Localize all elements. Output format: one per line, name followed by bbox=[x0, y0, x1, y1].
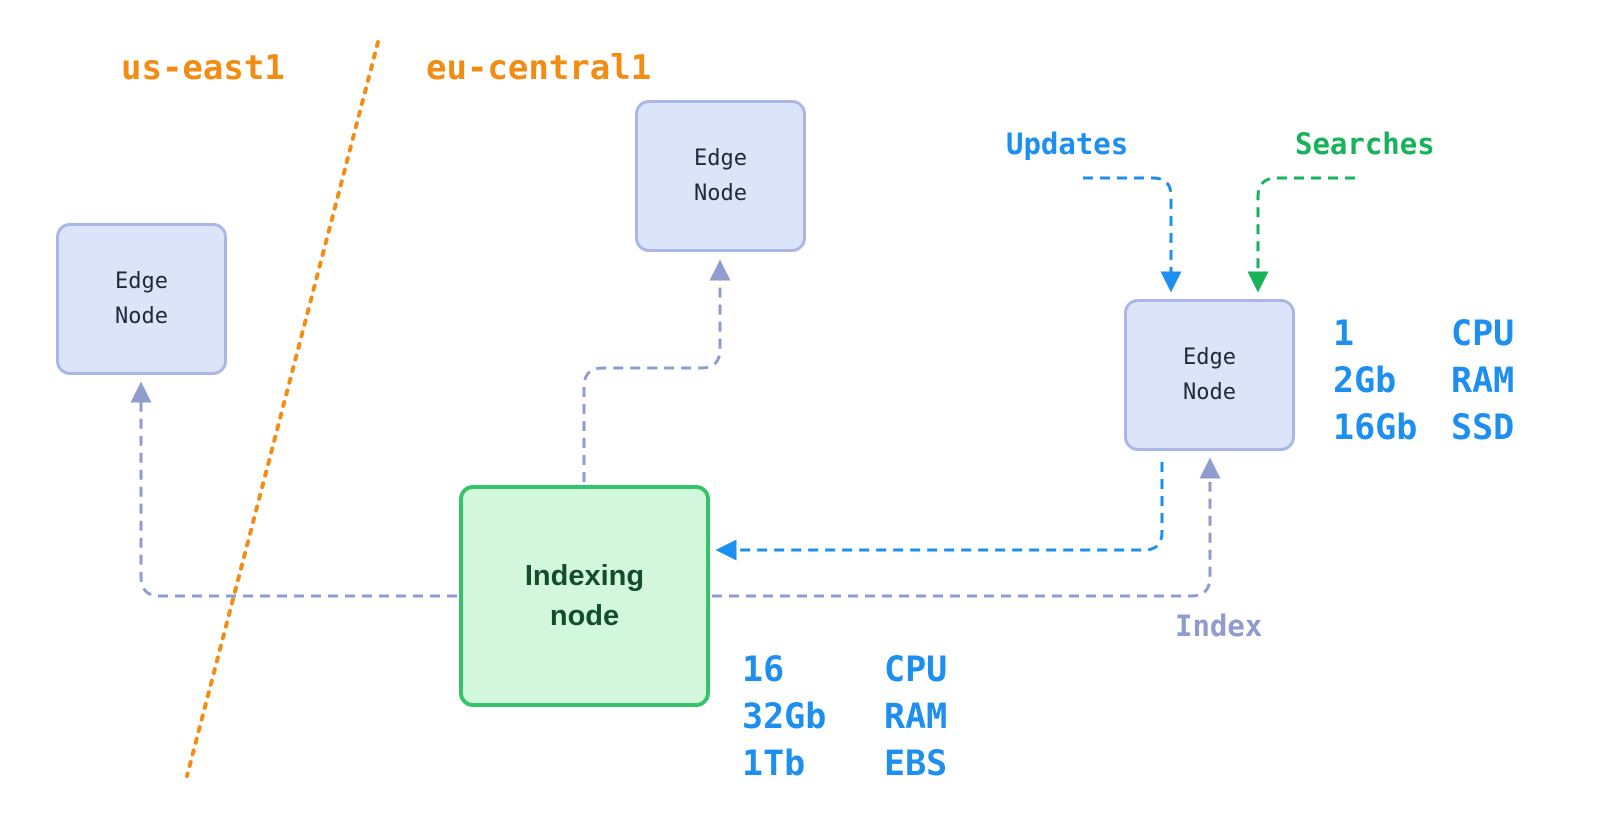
spec-unit: RAM bbox=[1451, 361, 1515, 401]
edge-node-us-east1: Edge Node bbox=[56, 223, 227, 375]
spec-unit: CPU bbox=[884, 650, 948, 690]
spec-row: 16 CPU bbox=[742, 647, 947, 694]
indexing-node: Indexing node bbox=[459, 485, 710, 707]
edge-node-label-line1: Edge bbox=[1183, 345, 1236, 370]
edge-node-label-line1: Edge bbox=[115, 269, 168, 294]
searches-connector bbox=[1247, 176, 1355, 293]
spec-row: 1Tb EBS bbox=[742, 741, 947, 788]
indexing-node-specs: 16 CPU 32Gb RAM 1Tb EBS bbox=[742, 647, 947, 788]
spec-row: 16Gb SSD bbox=[1333, 405, 1514, 452]
index-label: Index bbox=[1175, 609, 1263, 643]
spec-amount: 1 bbox=[1333, 314, 1355, 354]
spec-amount: 1Tb bbox=[742, 744, 806, 784]
index-connector-left bbox=[130, 381, 457, 598]
spec-unit: EBS bbox=[884, 744, 948, 784]
indexing-node-label-line2: node bbox=[549, 600, 620, 632]
updates-forward-connector bbox=[715, 462, 1164, 561]
index-connector-top bbox=[582, 259, 731, 482]
spec-amount: 2Gb bbox=[1333, 361, 1397, 401]
index-connector-right bbox=[712, 457, 1221, 598]
spec-amount: 32Gb bbox=[742, 697, 827, 737]
region-divider bbox=[185, 40, 380, 778]
spec-unit: RAM bbox=[884, 697, 948, 737]
updates-label: Updates bbox=[1006, 127, 1129, 161]
region-label-us-east1: us-east1 bbox=[121, 48, 285, 88]
spec-unit: SSD bbox=[1451, 408, 1515, 448]
indexing-node-label-line1: Indexing bbox=[524, 560, 645, 592]
edge-node-eu-central1-right: Edge Node bbox=[1124, 299, 1295, 451]
spec-unit: CPU bbox=[1451, 314, 1515, 354]
edge-node-label-line2: Node bbox=[694, 181, 747, 206]
spec-row: 2Gb RAM bbox=[1333, 358, 1514, 405]
region-label-eu-central1: eu-central1 bbox=[426, 48, 652, 88]
edge-node-label-line2: Node bbox=[115, 304, 168, 329]
spec-amount: 16 bbox=[742, 650, 785, 690]
spec-row: 1 CPU bbox=[1333, 311, 1514, 358]
searches-label: Searches bbox=[1295, 127, 1435, 161]
spec-amount: 16Gb bbox=[1333, 408, 1418, 448]
edge-node-label-line1: Edge bbox=[694, 146, 747, 171]
updates-connector bbox=[1083, 176, 1182, 293]
spec-row: 32Gb RAM bbox=[742, 694, 947, 741]
edge-node-eu-central1-top: Edge Node bbox=[635, 100, 806, 252]
edge-node-specs: 1 CPU 2Gb RAM 16Gb SSD bbox=[1333, 311, 1514, 452]
edge-node-label-line2: Node bbox=[1183, 380, 1236, 405]
